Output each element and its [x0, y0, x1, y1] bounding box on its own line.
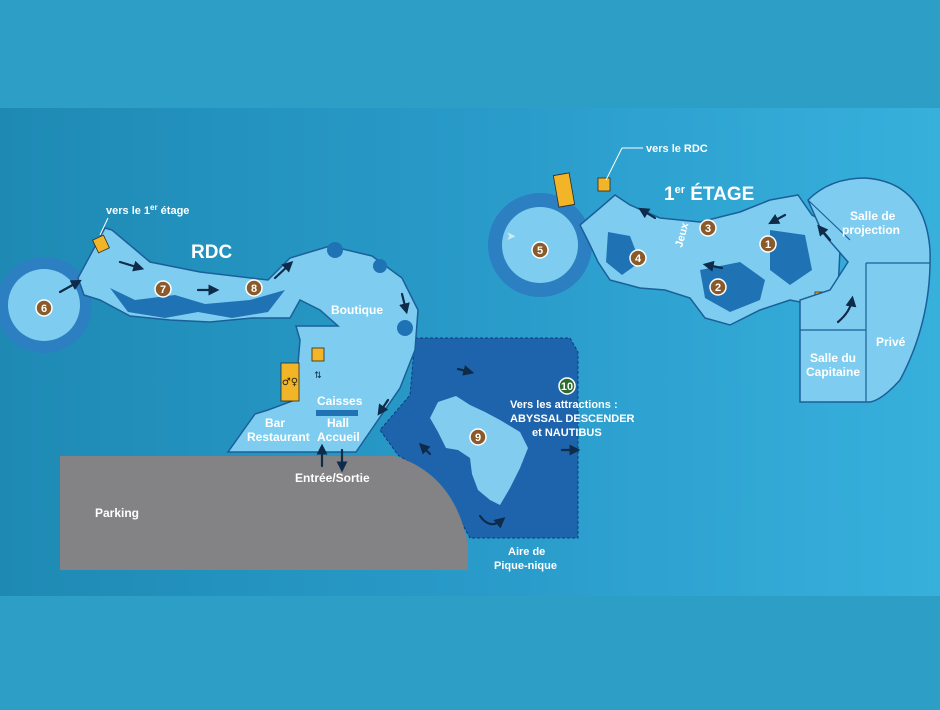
marker-7[interactable]: 7: [154, 280, 172, 298]
marker-8[interactable]: 8: [245, 279, 263, 297]
elevator-icon-etage[interactable]: [597, 177, 611, 192]
salle-capitaine-label-2: Capitaine: [806, 365, 860, 379]
picnic-label-2: Pique-nique: [494, 560, 557, 572]
restaurant-label: Restaurant: [247, 430, 310, 444]
marker-10[interactable]: 10: [558, 377, 576, 395]
toilets-icon-etage[interactable]: [552, 172, 576, 208]
to-rdc-label: vers le RDC: [646, 143, 708, 155]
picnic-label-1: Aire de: [508, 546, 545, 558]
attractions-label-1: Vers les attractions :: [510, 399, 618, 411]
prive-label: Privé: [876, 335, 906, 349]
svg-text:3: 3: [705, 223, 711, 235]
marker-3[interactable]: 3: [699, 219, 717, 237]
marker-2[interactable]: 2: [709, 278, 727, 296]
to-floor1-label: vers le 1er étage: [106, 203, 189, 217]
attractions-label-2: ABYSSAL DESCENDER: [510, 413, 635, 425]
toilets-icon[interactable]: [280, 362, 300, 402]
salle-projection-label-1: Salle de: [850, 209, 896, 223]
salles-building: [799, 177, 931, 403]
elevator-icon-rdc[interactable]: [311, 347, 325, 362]
shark-icon: ➤: [506, 229, 516, 243]
entree-sortie-label: Entrée/Sortie: [295, 471, 370, 485]
marker-4[interactable]: 4: [629, 249, 647, 267]
svg-text:1: 1: [765, 239, 771, 251]
parking-label: Parking: [95, 506, 139, 520]
marker-6[interactable]: 6: [35, 299, 53, 317]
marker-1[interactable]: 1: [759, 235, 777, 253]
rdc-corridor: [77, 227, 419, 453]
svg-text:2: 2: [715, 282, 721, 294]
marker-9[interactable]: 9: [469, 428, 487, 446]
svg-text:♂♀: ♂♀: [282, 377, 298, 388]
hall-label: Hall: [327, 416, 349, 430]
svg-text:⇅: ⇅: [314, 371, 322, 381]
marker-5[interactable]: 5: [531, 241, 549, 259]
bar-label: Bar: [265, 416, 285, 430]
map-panel: ♂♀ ⇅ 6 7 8 9 10 RDC vers le 1er étage Bo…: [0, 108, 940, 596]
rdc-title: RDC: [191, 242, 232, 263]
map-svg: ♂♀ ⇅ 6 7 8 9 10 RDC vers le 1er étage Bo…: [0, 143, 931, 572]
caisses-counter: [316, 410, 358, 416]
boutique-label: Boutique: [331, 303, 383, 317]
etage-title: 1er ÉTAGE: [664, 183, 754, 205]
svg-text:8: 8: [251, 283, 257, 295]
svg-text:9: 9: [475, 432, 481, 444]
svg-text:10: 10: [561, 381, 573, 393]
salle-capitaine-label-1: Salle du: [810, 351, 856, 365]
svg-text:6: 6: [41, 303, 47, 315]
svg-text:5: 5: [537, 245, 543, 257]
attractions-label-3: et NAUTIBUS: [532, 427, 602, 439]
svg-text:7: 7: [160, 284, 166, 296]
salle-projection-label-2: projection: [842, 223, 900, 237]
svg-text:4: 4: [635, 253, 642, 265]
parking-area: [60, 456, 468, 570]
caisses-label: Caisses: [317, 394, 363, 408]
accueil-label: Accueil: [317, 430, 360, 444]
elevator-icon[interactable]: [92, 234, 110, 254]
island-9: [430, 396, 528, 505]
